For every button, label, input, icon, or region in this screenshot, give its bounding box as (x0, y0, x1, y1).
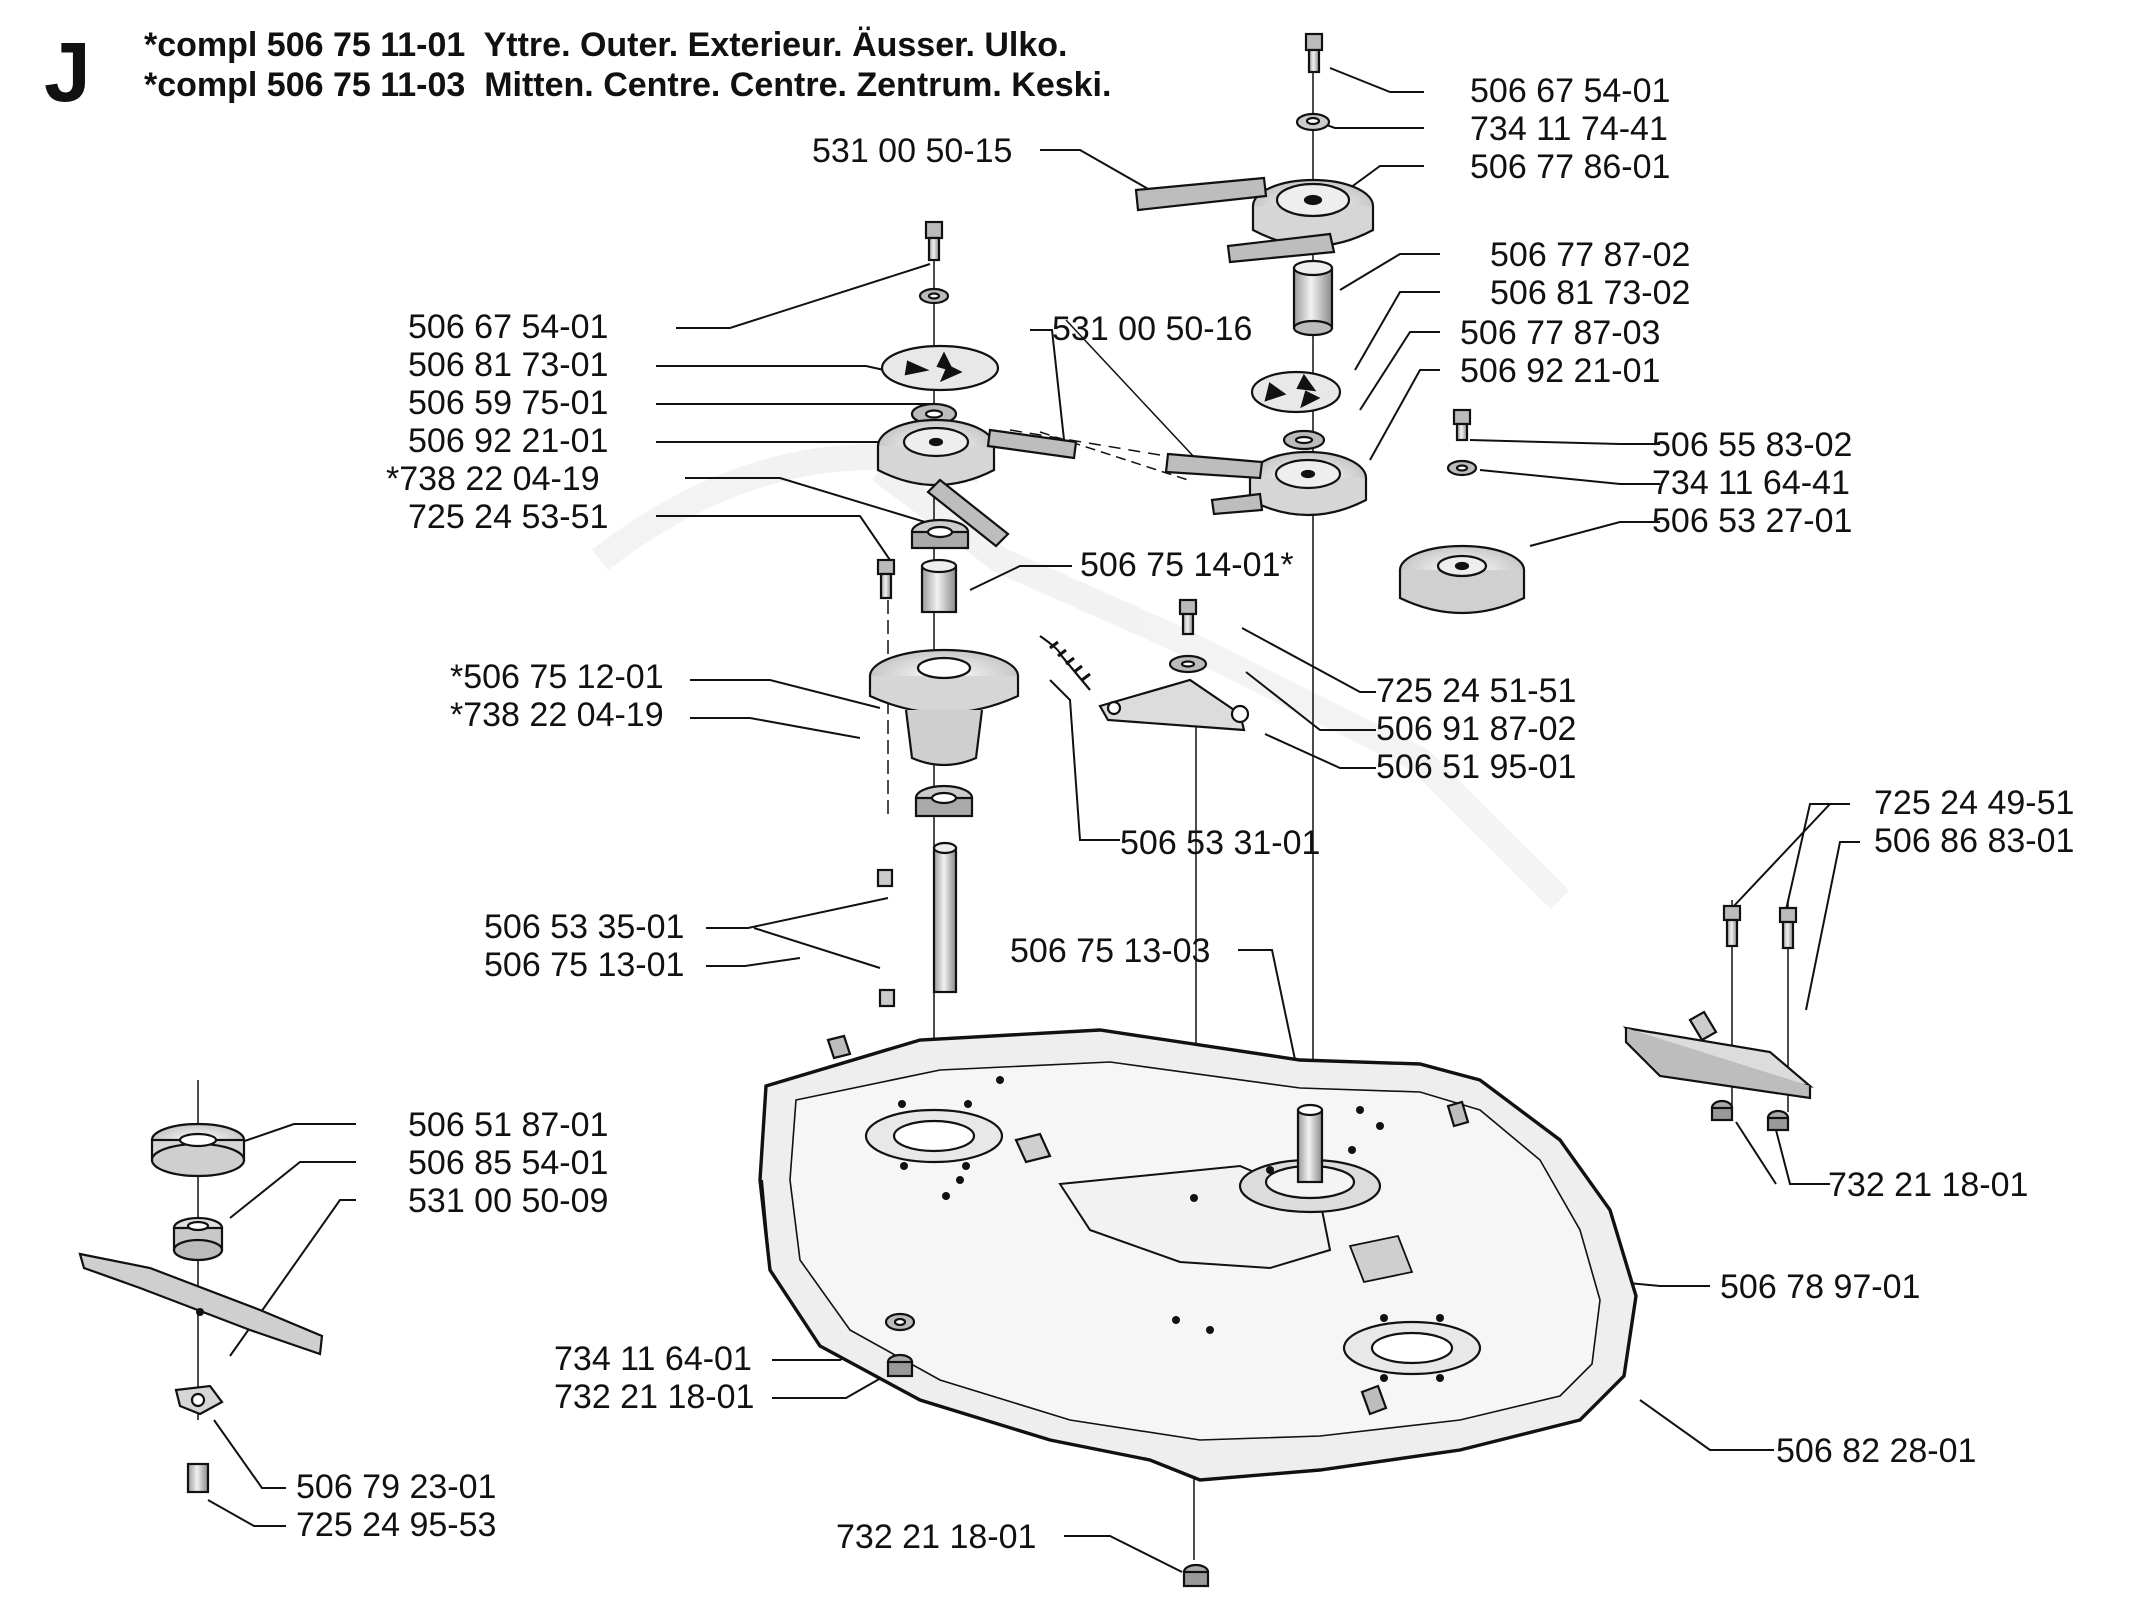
part-label: 531 00 50-16 (1052, 310, 1253, 348)
part-label: *738 22 04-19 (450, 696, 664, 734)
part-label: 506 59 75-01 (408, 384, 609, 422)
mower-deck (758, 1028, 1638, 1482)
part-label: 531 00 50-09 (408, 1182, 609, 1220)
part-label: 506 53 31-01 (1120, 824, 1321, 862)
part-label: 506 53 27-01 (1652, 502, 1853, 540)
part-label: 506 67 54-01 (408, 308, 609, 346)
right-bracket (1622, 904, 1814, 1132)
tension-arm-assembly (1039, 598, 1250, 732)
part-label: 725 24 95-53 (296, 1506, 497, 1544)
part-label: 732 21 18-01 (1828, 1166, 2029, 1204)
loose-hardware (884, 1312, 1210, 1588)
part-label: 506 78 97-01 (1720, 1268, 1921, 1306)
part-label: 732 21 18-01 (836, 1518, 1037, 1556)
part-label: 506 53 35-01 (484, 908, 685, 946)
assembly-title-centre: *compl 506 75 11-03 Mitten. Centre. Cent… (144, 66, 1112, 104)
section-letter: J (44, 25, 91, 119)
part-label: 506 92 21-01 (408, 422, 609, 460)
part-label: 506 81 73-01 (408, 346, 609, 384)
blade-assembly (78, 1122, 324, 1494)
part-label: 506 82 28-01 (1776, 1432, 1977, 1470)
part-label: 506 75 13-03 (1010, 932, 1211, 970)
part-label: 725 24 53-51 (408, 498, 609, 536)
part-label: 506 75 14-01* (1080, 546, 1294, 584)
part-label: 506 86 83-01 (1874, 822, 2075, 860)
part-label: 506 92 21-01 (1460, 352, 1661, 390)
part-label: 506 77 86-01 (1470, 148, 1671, 186)
part-label: 506 81 73-02 (1490, 274, 1691, 312)
part-label: *738 22 04-19 (386, 460, 600, 498)
part-label: 732 21 18-01 (554, 1378, 755, 1416)
part-label: 734 11 74-41 (1470, 110, 1668, 148)
upper-right-pulley-stack (1134, 32, 1375, 517)
part-label: 734 11 64-01 (554, 1340, 752, 1378)
part-label: 531 00 50-15 (812, 132, 1013, 170)
part-label: 506 51 87-01 (408, 1106, 609, 1144)
part-label: 506 75 13-01 (484, 946, 685, 984)
part-label: 506 77 87-02 (1490, 236, 1691, 274)
idler-pulley (1398, 408, 1526, 615)
part-label: 506 51 95-01 (1376, 748, 1577, 786)
part-label: 506 85 54-01 (408, 1144, 609, 1182)
part-label: 506 77 87-03 (1460, 314, 1661, 352)
part-label: 506 67 54-01 (1470, 72, 1671, 110)
part-label: *506 75 12-01 (450, 658, 664, 696)
left-pulley-stack (868, 220, 1078, 1008)
part-label: 725 24 51-51 (1376, 672, 1577, 710)
part-label: 506 91 87-02 (1376, 710, 1577, 748)
part-label: 506 79 23-01 (296, 1468, 497, 1506)
assembly-title-outer: *compl 506 75 11-01 Yttre. Outer. Exteri… (144, 26, 1068, 64)
part-label: 734 11 64-41 (1652, 464, 1850, 502)
part-label: 725 24 49-51 (1874, 784, 2075, 822)
part-label: 506 55 83-02 (1652, 426, 1853, 464)
leader-lines (207, 67, 1860, 1573)
